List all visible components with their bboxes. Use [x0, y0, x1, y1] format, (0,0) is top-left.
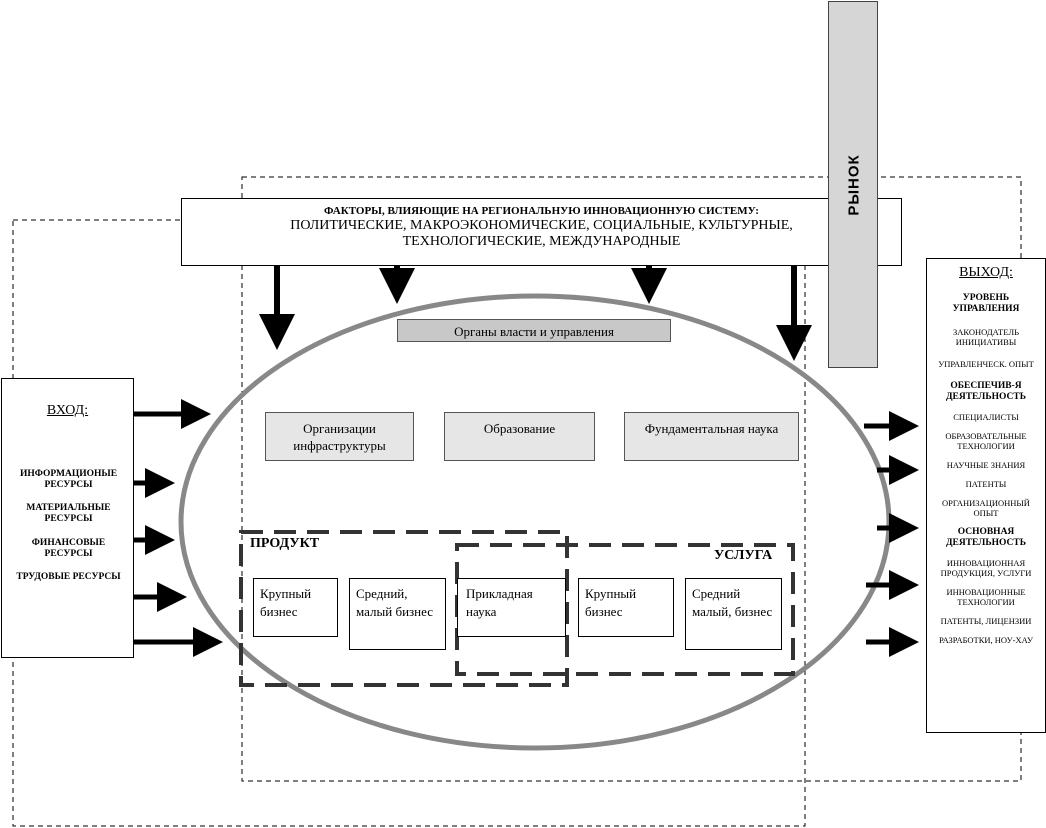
large-business-2-label: Крупный бизнес: [585, 586, 637, 619]
output-item-legislative: ЗАКОНОДАТЕЛЬ ИНИЦИАТИВЫ: [953, 327, 1019, 347]
output-heading-support: ОБЕСПЕЧИВ-Я ДЕЯТЕЛЬНОСТЬ: [945, 381, 1026, 402]
org-infrastructure-label: Организации инфраструктуры: [293, 421, 386, 453]
input-title: ВХОД:: [46, 403, 89, 418]
output-item-innov-products: ИННОВАЦИОННАЯ ПРОДУКЦИЯ, УСЛУГИ: [940, 558, 1032, 578]
input-item-material: МАТЕРИАЛЬНЫЕ РЕСУРСЫ: [26, 503, 111, 524]
outer-dashed-frame-right: [241, 176, 1022, 782]
market-label: РЫНОК: [845, 154, 863, 216]
factors-line-2: ТЕХНОЛОГИЧЕСКИЕ, МЕЖДУНАРОДНЫЕ: [402, 234, 681, 249]
product-label: ПРОДУКТ: [250, 536, 320, 551]
market-bar: РЫНОК: [828, 1, 878, 368]
medium-business-1-label: Средний, малый бизнес: [356, 586, 433, 619]
service-label: УСЛУГА: [714, 548, 773, 563]
org-infrastructure-box: Организации инфраструктуры: [265, 412, 414, 461]
input-box: ВХОД: ИНФОРМАЦИОНЫЕ РЕСУРСЫ МАТЕРИАЛЬНЫЕ…: [1, 378, 134, 658]
output-item-patents-licenses: ПАТЕНТЫ, ЛИЦЕНЗИИ: [940, 616, 1032, 626]
fundamental-science-label: Фундаментальная наука: [644, 421, 779, 436]
factors-box: ФАКТОРЫ, ВЛИЯЮЩИЕ НА РЕГИОНАЛЬНУЮ ИННОВА…: [181, 198, 902, 266]
medium-business-1-box: Средний, малый бизнес: [349, 578, 446, 650]
output-item-patents: ПАТЕНТЫ: [965, 479, 1007, 489]
large-business-1-box: Крупный бизнес: [253, 578, 338, 637]
government-box: Органы власти и управления: [397, 319, 671, 342]
medium-business-2-label: Средний малый, бизнес: [692, 586, 773, 619]
output-item-edu-tech: ОБРАЗОВАТЕЛЬНЫЕ ТЕХНОЛОГИИ: [945, 431, 1027, 451]
output-item-innov-tech: ИННОВАЦИОННЫЕ ТЕХНОЛОГИИ: [946, 587, 1026, 607]
input-item-labor: ТРУДОВЫЕ РЕСУРСЫ: [16, 572, 121, 582]
government-label: Органы власти и управления: [454, 324, 614, 339]
output-heading-management: УРОВЕНЬ УПРАВЛЕНИЯ: [952, 293, 1020, 314]
factors-title: ФАКТОРЫ, ВЛИЯЮЩИЕ НА РЕГИОНАЛЬНУЮ ИННОВА…: [324, 205, 759, 217]
fundamental-science-box: Фундаментальная наука: [624, 412, 799, 461]
medium-business-2-box: Средний малый, бизнес: [685, 578, 782, 650]
large-business-2-box: Крупный бизнес: [578, 578, 674, 637]
output-item-org-experience: ОРГАНИЗАЦИОННЫЙ ОПЫТ: [942, 498, 1030, 518]
output-box: ВЫХОД: УРОВЕНЬ УПРАВЛЕНИЯ ЗАКОНОДАТЕЛЬ И…: [926, 258, 1046, 733]
output-heading-main: ОСНОВНАЯ ДЕЯТЕЛЬНОСТЬ: [945, 527, 1026, 548]
output-item-science-knowledge: НАУЧНЫЕ ЗНАНИЯ: [946, 460, 1026, 470]
input-item-finance: ФИНАНСОВЫЕ РЕСУРСЫ: [31, 538, 106, 559]
factors-line-1: ПОЛИТИЧЕСКИЕ, МАКРОЭКОНОМИЧЕСКИЕ, СОЦИАЛ…: [290, 218, 793, 233]
output-title: ВЫХОД:: [959, 265, 1013, 280]
education-box: Образование: [444, 412, 595, 461]
large-business-1-label: Крупный бизнес: [260, 586, 312, 619]
education-label: Образование: [483, 421, 556, 436]
input-item-info: ИНФОРМАЦИОНЫЕ РЕСУРСЫ: [19, 469, 118, 490]
output-item-know-how: РАЗРАБОТКИ, НОУ-ХАУ: [938, 635, 1033, 645]
output-item-management-experience: УПРАВЛЕНЧЕСК. ОПЫТ: [938, 359, 1034, 369]
innovation-system-ellipse: [178, 293, 892, 751]
applied-science-label: Прикладная наука: [466, 586, 533, 619]
applied-science-box: Прикладная наука: [457, 578, 566, 637]
output-item-specialists: СПЕЦИАЛИСТЫ: [953, 412, 1019, 422]
product-dashed-box: [239, 530, 569, 687]
